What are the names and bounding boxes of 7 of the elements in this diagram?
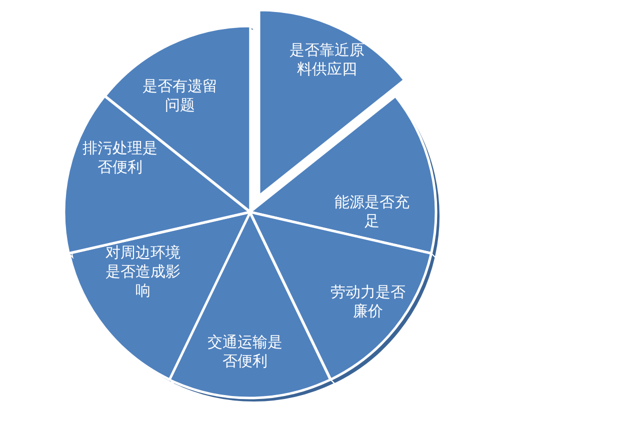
slice-label: 是否靠近原料供应四 [288,41,366,79]
slice-label: 对周边环境是否造成影响 [104,244,182,300]
slice-label: 是否有遗留问题 [141,77,218,115]
slice-label: 排污处理是否便利 [82,138,158,177]
slice-label: 交通运输是否便利 [206,333,284,371]
slice-label: 劳动力是否廉价 [330,283,406,321]
slice-label: 能源是否充足 [334,192,410,231]
